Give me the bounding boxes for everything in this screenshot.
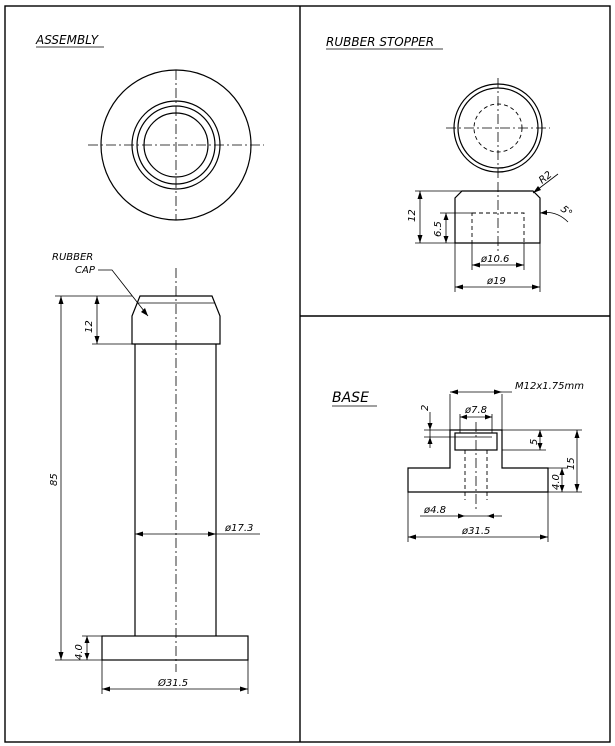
base-dim-plate-height: 4.0	[551, 474, 562, 490]
assembly-front-view: RUBBER CAP 12 85 4.0	[49, 252, 260, 694]
stopper-dim-angle: 5°	[558, 204, 574, 220]
base-view: BASE M12x1.75mm ø7.8 2	[332, 381, 584, 542]
base-title: BASE	[332, 390, 369, 406]
assembly-dim-base-diameter: Ø31.5	[157, 677, 188, 689]
rubber-cap-label-2: CAP	[75, 265, 96, 276]
rubber-stopper-view: RUBBER STOPPER R2 5°	[326, 35, 574, 292]
assembly-dim-post-diameter: ø17.3	[224, 523, 253, 534]
rubber-cap-label-1: RUBBER	[52, 252, 93, 263]
stopper-dim-bore-depth: 6.5	[433, 221, 444, 237]
assembly-base-plate	[101, 635, 249, 661]
base-dim-boss-height: 5	[529, 439, 540, 445]
assembly-dim-cap-height: 12	[84, 320, 95, 333]
base-dim-counterbore-diameter: ø7.8	[464, 405, 487, 416]
base-dim-plate-diameter: ø31.5	[461, 526, 490, 537]
assembly-dim-total-height: 85	[49, 473, 60, 486]
base-dim-thread: M12x1.75mm	[515, 381, 584, 392]
stopper-dim-radius: R2	[537, 169, 554, 186]
base-dim-counterbore-depth: 2	[420, 405, 431, 411]
rubber-stopper-top-view	[446, 78, 550, 178]
rubber-stopper-front-view: R2 5° 12 6.5 ø10.6	[407, 169, 574, 292]
drawing-border	[4, 5, 611, 743]
assembly-rubber-cap	[131, 295, 221, 345]
stopper-dim-outer-diameter: ø19	[486, 276, 506, 287]
base-dim-total-height: 15	[566, 457, 577, 470]
stopper-dim-height: 12	[407, 209, 418, 222]
assembly-view: ASSEMBLY RUBBER CAP	[35, 33, 264, 694]
rubber-stopper-title: RUBBER STOPPER	[326, 35, 434, 49]
stopper-dim-bore-diameter: ø10.6	[480, 254, 509, 265]
base-dim-hole-diameter: ø4.8	[423, 505, 446, 516]
base-body	[407, 429, 549, 493]
assembly-top-view	[88, 69, 264, 221]
assembly-dim-base-height: 4.0	[74, 644, 85, 660]
assembly-title: ASSEMBLY	[35, 33, 100, 47]
